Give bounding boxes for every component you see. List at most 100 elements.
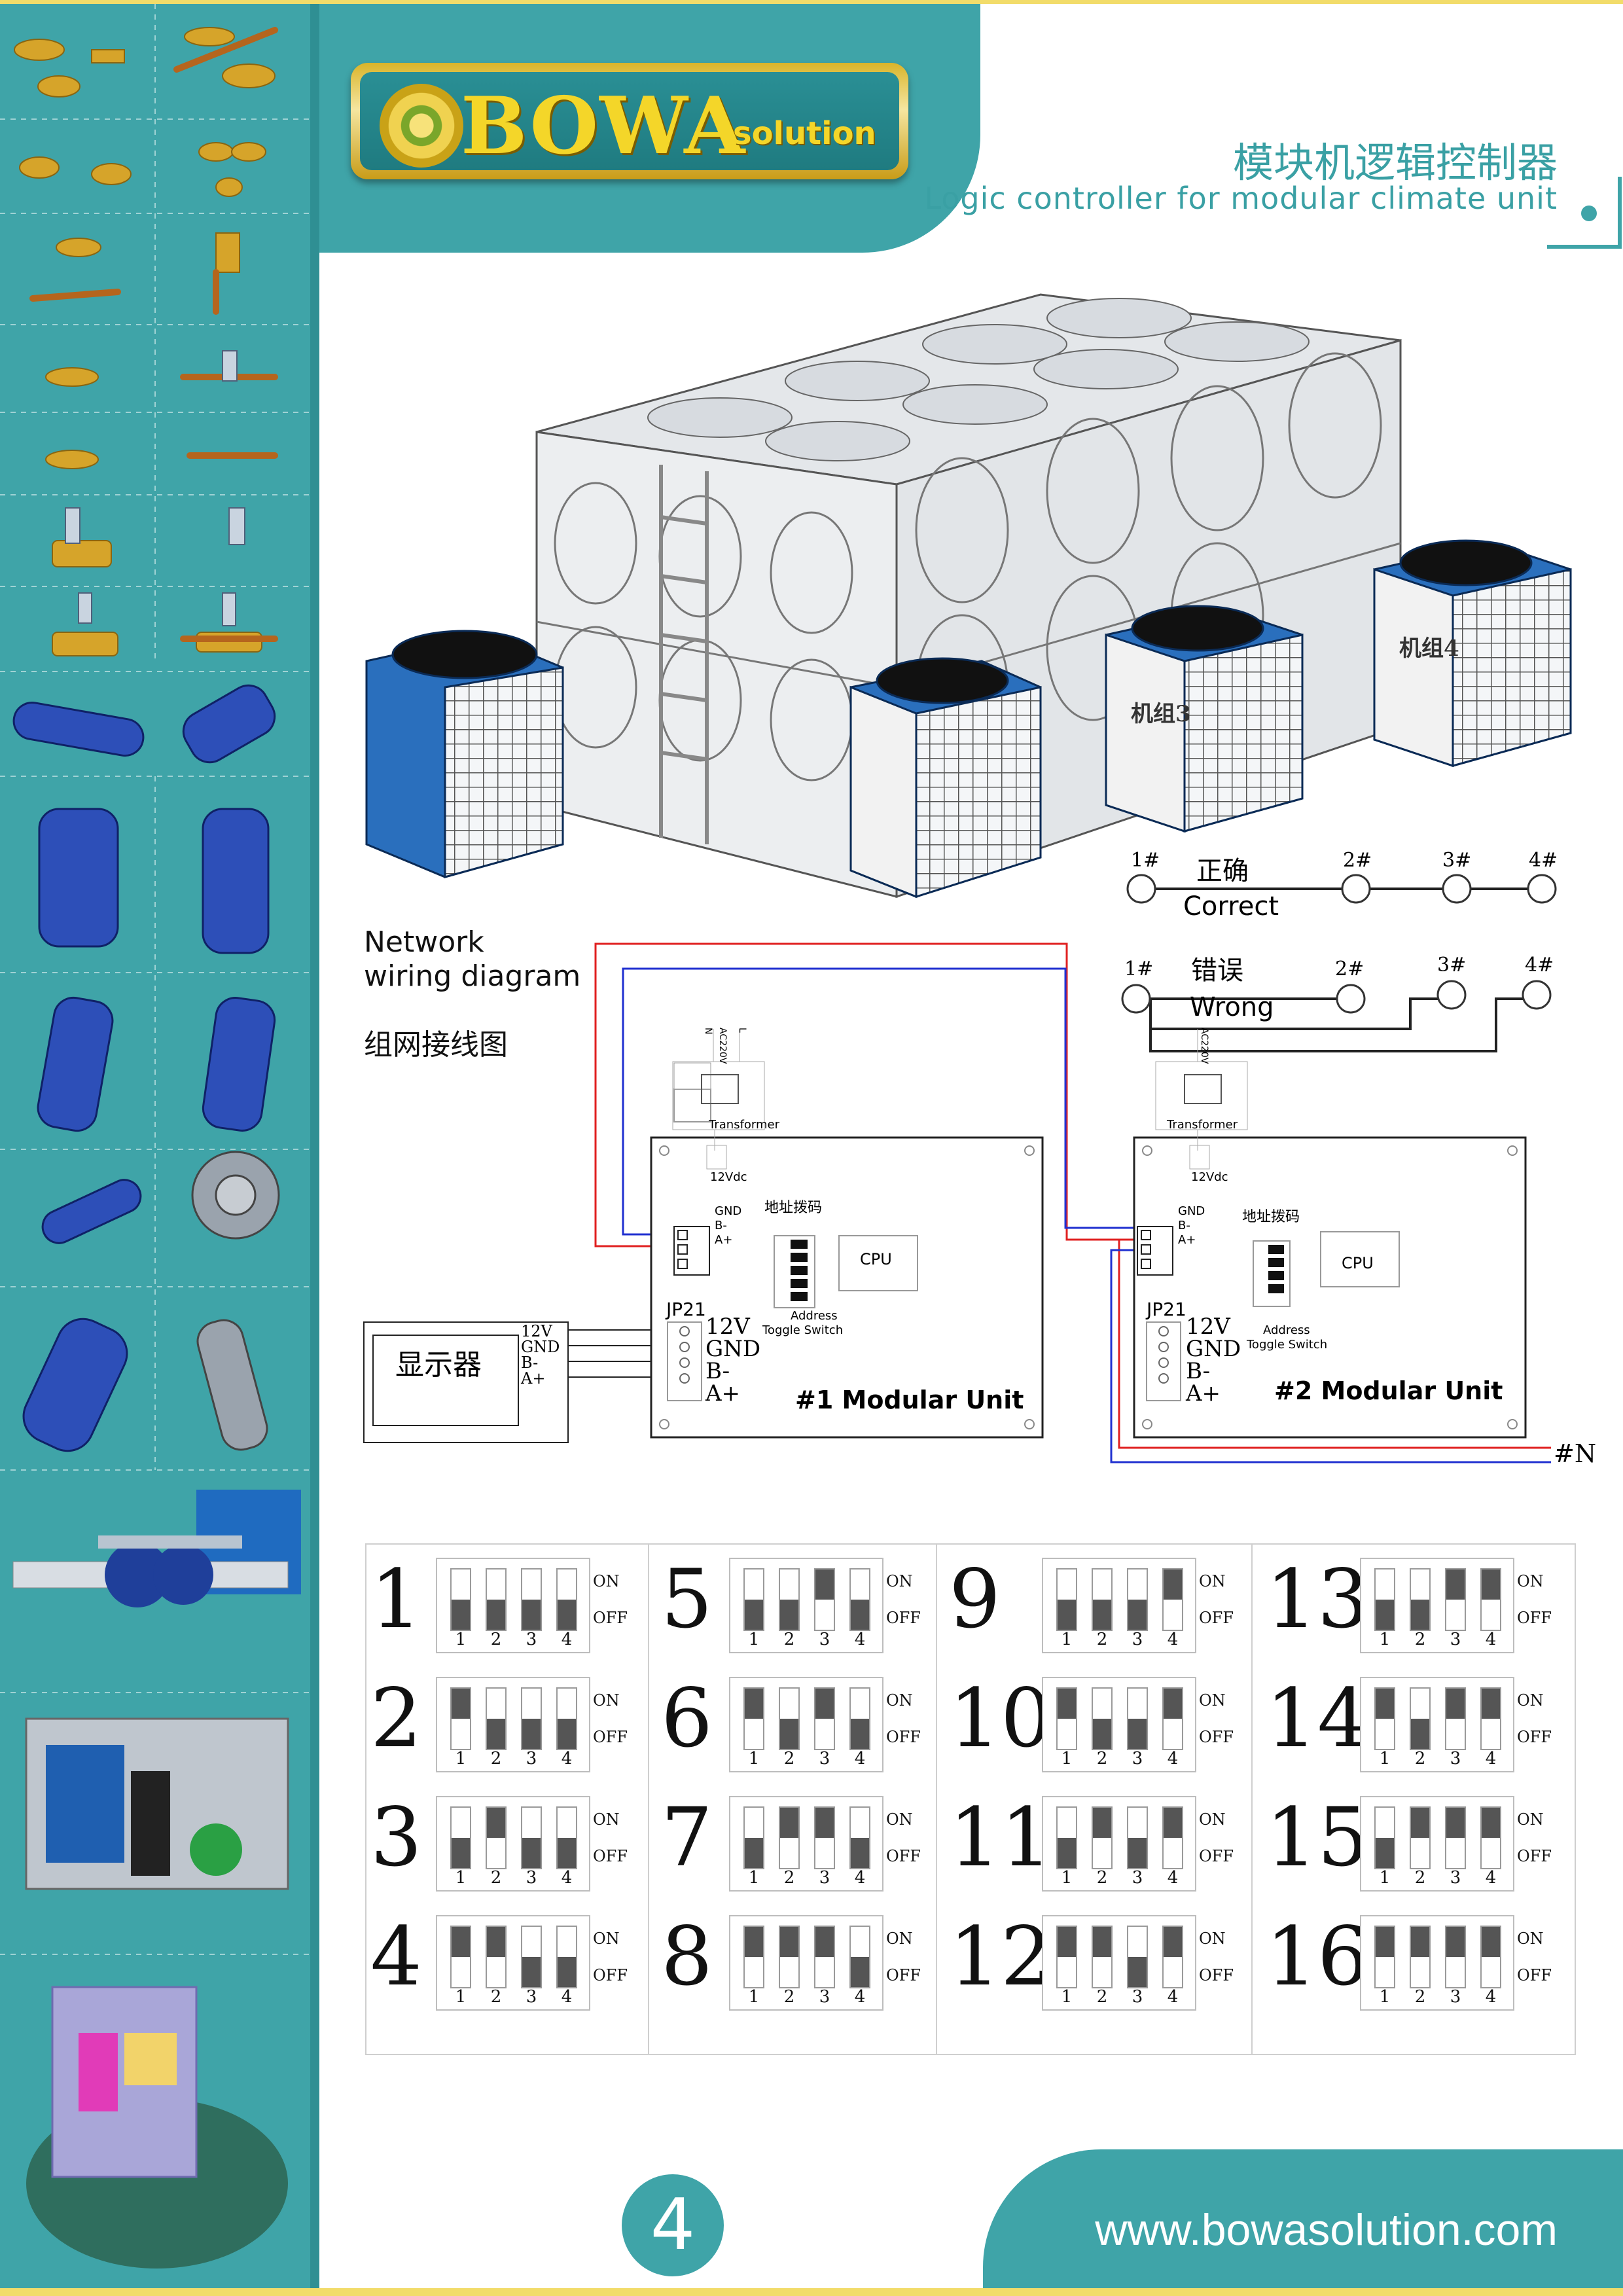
corner-bracket-decoration — [1547, 177, 1622, 249]
address-number: 12 — [949, 1910, 1052, 2004]
switch-knob-off — [452, 1838, 470, 1868]
unit1-transformer-label: Transformer — [708, 1118, 780, 1132]
bowa-logo[interactable]: BOWA solution — [351, 63, 908, 179]
unit1-jp-gnd: GND — [705, 1336, 760, 1362]
dip-switch-4 — [1480, 1687, 1501, 1750]
off-label: OFF — [593, 1847, 628, 1865]
dip-switch-number: 1 — [1061, 1868, 1073, 1888]
correct-node-1-label: 1# — [1131, 849, 1160, 872]
switch-knob-on — [1482, 1927, 1500, 1957]
off-label: OFF — [1517, 1966, 1552, 1984]
on-label: ON — [1199, 1929, 1226, 1948]
display-pin-b: B- — [521, 1354, 538, 1372]
dip-switch-number: 3 — [819, 1749, 830, 1768]
address-number: 3 — [370, 1791, 422, 1885]
wiring-diagram: Transformer Transformer 12Vdc 12Vdc AC22… — [363, 942, 1596, 1468]
switch-knob-off — [558, 1719, 576, 1749]
dip-switch-4 — [849, 1806, 870, 1869]
on-label: ON — [1199, 1572, 1226, 1590]
switch-knob-off — [1058, 1838, 1076, 1868]
dip-switch-number: 3 — [1450, 1630, 1461, 1649]
dip-switch-number: 3 — [1450, 1749, 1461, 1768]
dip-switch-4 — [1162, 1687, 1183, 1750]
display-label: 显示器 — [395, 1348, 482, 1382]
correct-node-3 — [1442, 874, 1472, 904]
switch-knob-off — [522, 1719, 541, 1749]
wiring-title-line1: Network — [364, 925, 484, 959]
switch-knob-on — [1482, 1689, 1500, 1719]
correct-node-3-label: 3# — [1442, 849, 1471, 872]
off-label: OFF — [1517, 1728, 1552, 1746]
dip-switch-3 — [521, 1806, 542, 1869]
dip-switch-number: 3 — [1132, 1630, 1143, 1649]
display-pin-a: A+ — [520, 1369, 545, 1388]
dip-switch-number: 2 — [1096, 1868, 1108, 1888]
unit1-title: #1 Modular Unit — [795, 1386, 1024, 1414]
dip-switch-2 — [486, 1806, 507, 1869]
off-label: OFF — [593, 1609, 628, 1627]
switch-knob-off — [1376, 1600, 1394, 1630]
switch-knob-on — [780, 1927, 798, 1957]
switch-knob-on — [815, 1808, 834, 1838]
dip-switch-number: 1 — [1379, 1749, 1391, 1768]
off-label: OFF — [593, 1728, 628, 1746]
correct-label-en: Correct — [1183, 891, 1279, 922]
dip-switch-2 — [1410, 1926, 1431, 1988]
dip-switch-number: 1 — [455, 1749, 467, 1768]
dip-switch-number: 4 — [854, 1749, 866, 1768]
off-label: OFF — [1199, 1728, 1234, 1746]
dip-switch-number: 3 — [1132, 1749, 1143, 1768]
dip-switch-number: 3 — [819, 1630, 830, 1649]
wiring-title-line2: wiring diagram — [364, 960, 581, 993]
dip-switch-number: 2 — [490, 1987, 502, 2007]
dip-switch-1 — [743, 1568, 764, 1631]
correct-node-1 — [1126, 874, 1156, 904]
network-n-label: #N — [1554, 1439, 1596, 1468]
switch-knob-off — [851, 1838, 869, 1868]
dip-switch-4 — [1480, 1806, 1501, 1869]
bottom-accent-bar — [0, 2288, 1623, 2296]
dip-switch-number: 3 — [819, 1987, 830, 2007]
on-label: ON — [1517, 1691, 1544, 1710]
dip-switch-2 — [1092, 1806, 1113, 1869]
unit2-address-cn: 地址拨码 — [1242, 1209, 1300, 1225]
address-number: 4 — [370, 1910, 422, 2004]
on-label: ON — [1199, 1810, 1226, 1829]
switch-knob-on — [1446, 1689, 1465, 1719]
dip-switch-4 — [1480, 1568, 1501, 1631]
dip-switch-number: 1 — [1061, 1749, 1073, 1768]
switch-knob-on — [1058, 1689, 1076, 1719]
dip-switch-3 — [814, 1568, 835, 1631]
dip-switch-number: 2 — [1414, 1868, 1426, 1888]
unit1-terminal-b: B- — [715, 1219, 727, 1232]
switch-knob-off — [745, 1600, 763, 1630]
dip-switch-number: 4 — [1167, 1987, 1179, 2007]
dip-switch-number: 1 — [1379, 1987, 1391, 2007]
dip-switch-number: 2 — [1096, 1987, 1108, 2007]
switch-knob-on — [1376, 1927, 1394, 1957]
switch-knob-off — [558, 1600, 576, 1630]
dip-switch-number: 4 — [1485, 1868, 1497, 1888]
switch-knob-off — [1411, 1719, 1429, 1749]
switch-knob-off — [558, 1957, 576, 1987]
unit2-jp-gnd: GND — [1186, 1336, 1241, 1362]
unit1-ac-l: L — [737, 1028, 747, 1033]
page-number: 4 — [650, 2184, 696, 2266]
switch-knob-off — [487, 1719, 505, 1749]
dip-switch-2 — [779, 1687, 800, 1750]
dip-switch-2 — [1410, 1687, 1431, 1750]
address-number: 14 — [1266, 1672, 1369, 1766]
dip-switch-number: 3 — [526, 1868, 537, 1888]
dip-switch-number: 4 — [1167, 1749, 1179, 1768]
website-link[interactable]: www.bowasolution.com — [1095, 2205, 1558, 2255]
switch-knob-on — [1482, 1808, 1500, 1838]
correct-node-4 — [1527, 874, 1557, 904]
dip-switch-number: 4 — [1167, 1630, 1179, 1649]
dip-switch-3 — [1445, 1926, 1466, 1988]
dip-switch-2 — [779, 1926, 800, 1988]
dip-switch-number: 2 — [490, 1749, 502, 1768]
